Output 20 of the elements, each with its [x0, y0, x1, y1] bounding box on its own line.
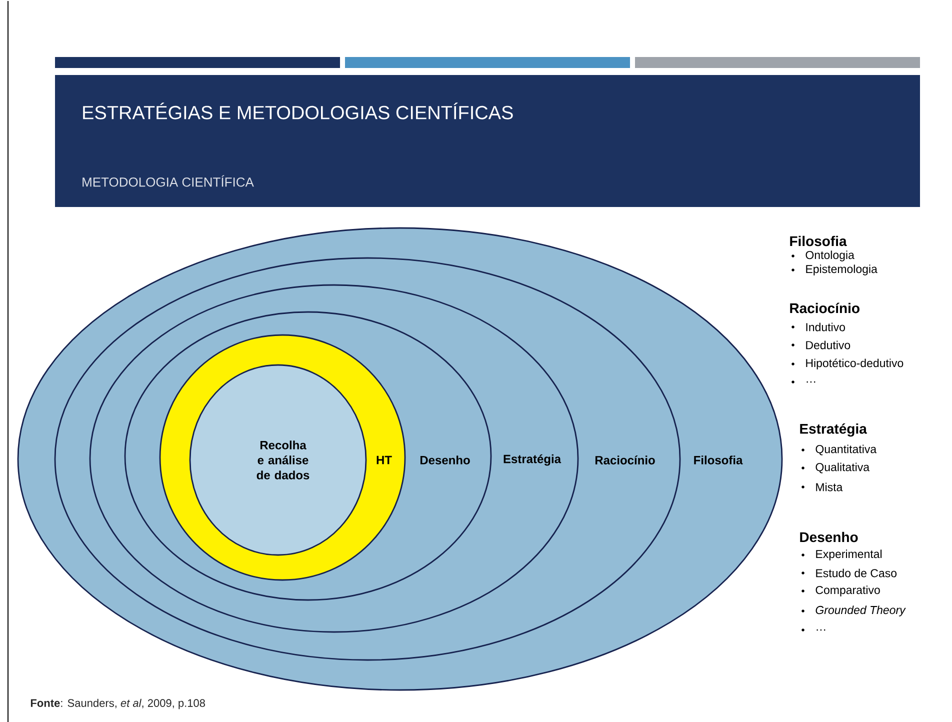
list-heading: Filosofia: [790, 236, 847, 246]
list-item: Mista: [816, 482, 843, 492]
subtitle: METODOLOGIA CIENTÍFICA: [82, 175, 254, 187]
list-item: Estudo de Caso: [816, 568, 897, 578]
list-item: Experimental: [816, 550, 882, 560]
list-item: Ontologia: [806, 250, 854, 262]
list-item: Epistemologia: [806, 264, 878, 276]
list-item: …: [816, 629, 826, 631]
list-item: Quantitativa: [816, 444, 877, 456]
list-heading: Estratégia: [800, 423, 867, 437]
list-heading: Raciocínio: [790, 302, 860, 314]
list-item: Grounded Theory: [816, 606, 906, 616]
list-item: Comparativo: [816, 586, 880, 596]
list-item: Indutivo: [806, 322, 845, 332]
list-heading: Desenho: [800, 532, 858, 542]
list-item: Qualitativa: [816, 462, 870, 474]
list-item: Hipotético-dedutivo: [806, 358, 904, 370]
list-item: Dedutivo: [806, 340, 850, 350]
source-note: Fonte: Saunders, et al, 2009, p.108: [30, 698, 205, 710]
list-item: …: [806, 381, 816, 383]
